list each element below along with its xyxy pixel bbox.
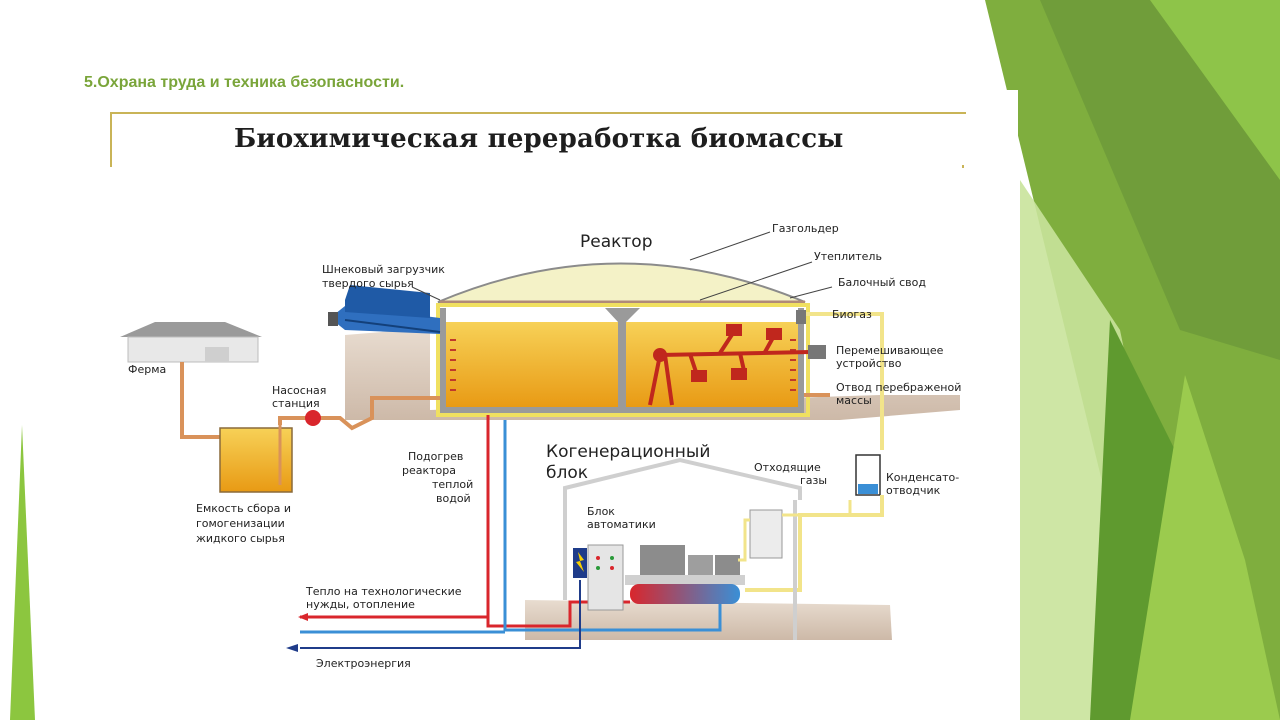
label-tank-1: Емкость сбора и (196, 502, 291, 515)
label-gasholder: Газгольдер (772, 222, 839, 235)
cold-water-pipe (503, 420, 722, 632)
gasholder-dome (437, 262, 806, 303)
label-mixer-1: Перемешивающее (836, 344, 944, 357)
decor-triangle-left (10, 425, 35, 720)
label-reactor: Реактор (580, 232, 653, 252)
label-heating-3: теплой (432, 478, 473, 491)
heat-arrow (298, 613, 308, 621)
label-pump-1: Насосная (272, 384, 326, 397)
mixer (648, 324, 811, 406)
biogas-pipe (806, 312, 884, 450)
label-exhaust-1: Отходящие (754, 461, 821, 474)
label-heating-1: Подогрев (408, 450, 463, 463)
diagram-title: Биохимическая переработка биомассы (234, 124, 844, 154)
electric-line (300, 580, 581, 649)
exhaust-gas-pipe (782, 500, 852, 517)
label-mixer-2: устройство (836, 357, 902, 370)
label-cogen-1: Когенерационный (546, 442, 710, 462)
label-screw-loader-2: твердого сырья (322, 277, 414, 290)
biogas-outlet (796, 310, 806, 324)
label-cogen-2: блок (546, 463, 588, 483)
label-condensate-2: отводчик (886, 484, 941, 497)
mixer-motor (808, 345, 826, 359)
label-biogas: Биогаз (832, 308, 872, 321)
pump-station (305, 410, 321, 426)
label-digestate-1: Отвод перебраженой (836, 381, 961, 394)
reactor-left-wall (440, 308, 446, 412)
label-pump-2: станция (272, 397, 320, 410)
reactor-right-wall (798, 308, 804, 412)
label-heat-needs-1: Тепло на технологические (305, 585, 462, 598)
label-heating-4: водой (436, 492, 471, 505)
slide-heading: 5.Охрана труда и техника безопасности. (84, 74, 405, 91)
exhaust-pipe (738, 518, 750, 562)
exhaust-stack (749, 509, 783, 559)
feed-pipe-farm (180, 362, 222, 439)
label-tank-3: жидкого сырья (196, 532, 285, 545)
condensate-water (858, 484, 878, 494)
label-condensate-1: Конденсато- (886, 471, 959, 484)
leader-lines (411, 231, 833, 301)
label-tank-2: гомогенизации (196, 517, 285, 530)
label-digestate-2: массы (836, 394, 872, 407)
heating-coil-left (450, 339, 456, 391)
engine-generator (625, 545, 745, 604)
label-heat-needs-2: нужды, отопление (306, 598, 415, 611)
label-automation-2: автоматики (587, 518, 656, 531)
ground-under-reactor (345, 328, 960, 420)
label-heating-2: реактора (402, 464, 456, 477)
reactor-tank (436, 303, 810, 417)
farm-building (120, 322, 262, 363)
label-electricity: Электроэнергия (316, 657, 411, 670)
collection-tank (219, 425, 293, 493)
electric-arrow (286, 644, 298, 652)
decor-triangle-top (1150, 0, 1280, 180)
feed-pipe-reactor (278, 396, 440, 431)
label-automation-1: Блок (587, 505, 615, 518)
label-exhaust-2: газы (800, 474, 827, 487)
screw-loader (328, 285, 441, 334)
decor-triangle-front (1130, 375, 1280, 720)
label-beam-roof: Балочный свод (838, 276, 926, 289)
central-column (605, 308, 640, 410)
cogen-house (563, 457, 802, 640)
heating-coil-right (790, 339, 796, 391)
label-screw-loader-1: Шнековый загрузчик (322, 263, 445, 276)
automation-cabinet (573, 544, 624, 611)
label-farm: Ферма (128, 363, 166, 376)
label-insulation: Утеплитель (814, 250, 882, 263)
